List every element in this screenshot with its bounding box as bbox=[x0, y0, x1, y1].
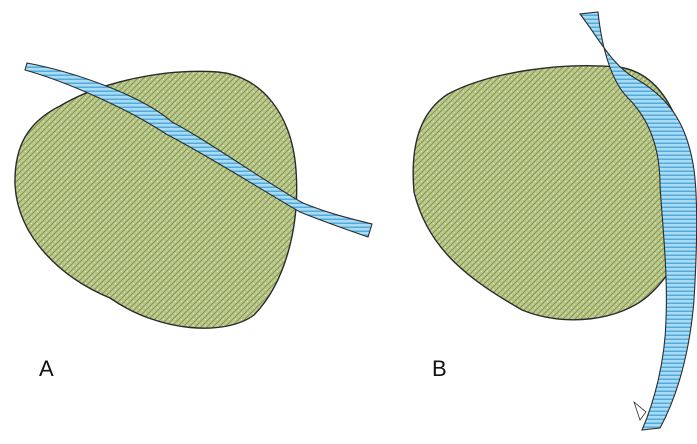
panel-label-a: A bbox=[39, 356, 54, 381]
land-area-a bbox=[14, 70, 298, 329]
panel-a bbox=[14, 62, 373, 329]
panel-label-b: B bbox=[432, 356, 447, 381]
river-b-notch bbox=[633, 400, 647, 421]
river-b bbox=[578, 11, 697, 431]
panel-b bbox=[412, 11, 697, 431]
river-a bbox=[24, 62, 373, 238]
